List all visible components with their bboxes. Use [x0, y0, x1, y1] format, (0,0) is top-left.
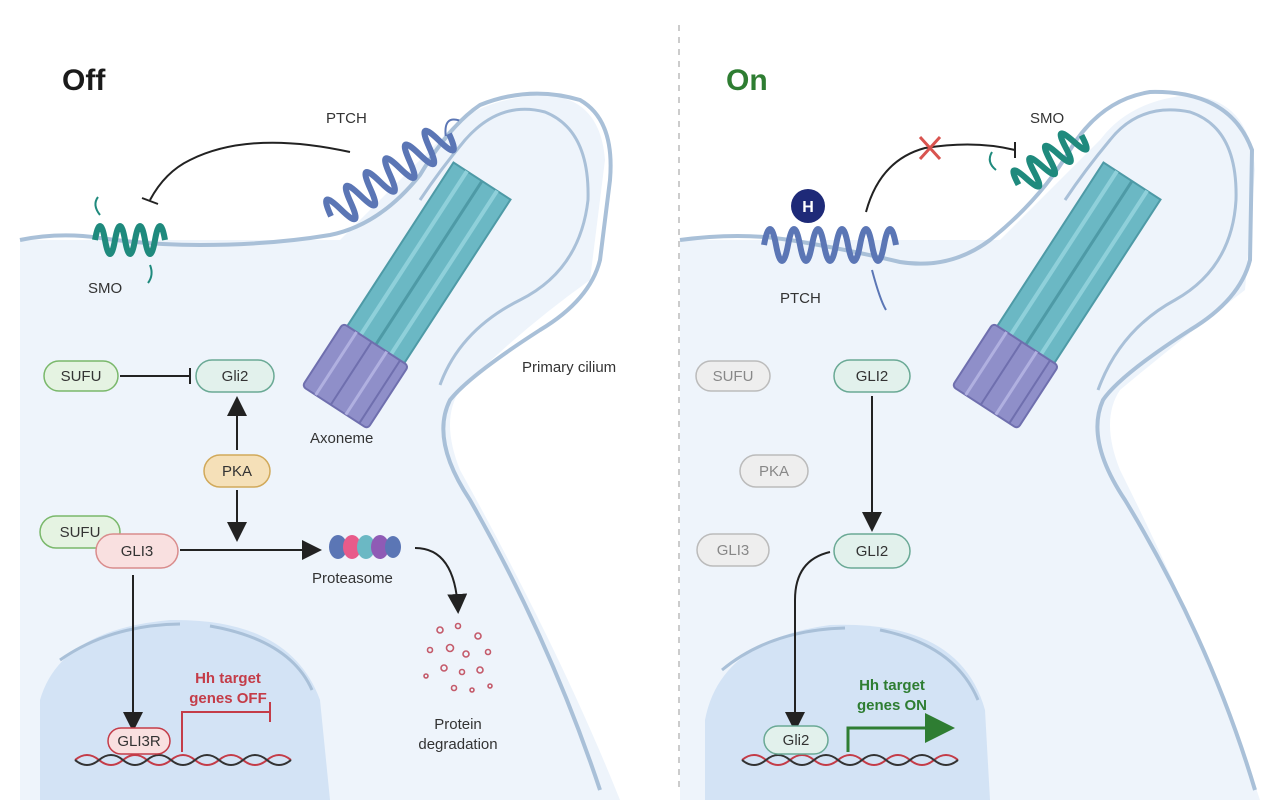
on-target-label-2: genes ON	[857, 697, 927, 714]
on-target-label-1: Hh target	[859, 677, 925, 694]
primary-cilium-label: Primary cilium	[522, 359, 616, 376]
on-gli2-top-label: GLI2	[856, 368, 889, 385]
on-cilium-inner-membrane	[1063, 108, 1238, 391]
off-smo-label: SMO	[88, 280, 122, 297]
off-inhibit-bar-smo	[141, 197, 159, 205]
off-gli2-label: Gli2	[222, 368, 249, 385]
off-title: Off	[62, 64, 106, 97]
on-gli3-label: GLI3	[717, 542, 750, 559]
off-ptch-receptor	[323, 118, 460, 223]
off-pka-label: PKA	[222, 463, 252, 480]
on-sufu-label: SUFU	[713, 368, 754, 385]
on-panel: H On SMO PTCH SUFU GLI2 PKA GLI3 GLI2	[679, 64, 1260, 800]
off-sufu-pill	[43, 360, 119, 392]
on-gli2-mid-pill	[833, 533, 911, 569]
off-gli3r-pill	[107, 727, 171, 755]
off-gli2-pill	[195, 359, 275, 393]
on-gli2-to-nucleus-arrow	[785, 551, 831, 732]
on-dna-strand-1	[741, 754, 959, 766]
off-degradation-label-1: Protein	[434, 716, 482, 733]
off-gli3-label: GLI3	[121, 543, 154, 560]
off-pka-pill	[203, 454, 271, 488]
on-sufu-pill	[695, 360, 771, 392]
on-hh-ligand	[791, 189, 825, 223]
on-hh-ligand-label: H	[802, 199, 814, 216]
off-target-label-2: genes OFF	[189, 690, 267, 707]
off-cell-membrane	[19, 91, 613, 791]
on-smo-receptor	[1010, 130, 1090, 190]
on-title: On	[726, 64, 768, 97]
on-nuclear-envelope-1	[721, 626, 846, 672]
off-sufu2-label: SUFU	[60, 524, 101, 541]
off-sufu-label: SUFU	[61, 368, 102, 385]
off-target-genes-blocked	[181, 711, 270, 752]
off-proteasome-label: Proteasome	[312, 570, 393, 587]
on-pka-pill	[739, 454, 809, 488]
on-gli3-pill	[696, 533, 770, 567]
off-gli3r-label: GLI3R	[117, 733, 161, 750]
off-dna-strand-1	[74, 754, 292, 766]
on-block-cross-icon	[918, 135, 942, 161]
off-degradation-label-2: degradation	[418, 736, 497, 753]
off-cilium-inner-membrane	[418, 107, 590, 386]
off-axoneme	[302, 161, 512, 429]
off-panel: Off PTCH SMO Axoneme Primary cilium SUFU…	[19, 64, 620, 800]
on-gli2-nucleus-label: Gli2	[783, 732, 810, 749]
on-gli2-top-pill	[833, 359, 911, 393]
off-gli3-pill	[95, 533, 179, 569]
on-target-genes-arrow	[846, 713, 955, 752]
off-ptch-label: PTCH	[326, 110, 367, 127]
off-axoneme-label: Axoneme	[310, 430, 373, 447]
on-gli2-mid-label: GLI2	[856, 543, 889, 560]
off-target-label-1: Hh target	[195, 670, 261, 687]
on-ptch-label: PTCH	[780, 290, 821, 307]
on-ptch-receptor	[761, 226, 899, 311]
off-nuclear-envelope-1	[59, 622, 181, 662]
on-gli2-nucleus-pill	[763, 725, 829, 755]
off-smo-receptor	[92, 196, 168, 284]
off-nuclear-envelope-2	[209, 624, 314, 691]
on-nuclear-envelope-2	[879, 628, 980, 701]
on-ptch-blocked-arc	[865, 143, 1016, 213]
off-proteasome-to-degradation-arrow	[414, 547, 468, 614]
on-pka-label: PKA	[759, 463, 789, 480]
off-dna-strand-2	[74, 754, 292, 766]
on-dna-strand-2	[741, 754, 959, 766]
off-proteasome	[329, 535, 401, 559]
off-ptch-inhibits-smo-arc	[149, 141, 351, 201]
on-smo-label: SMO	[1030, 110, 1064, 127]
off-protein-fragments	[423, 622, 493, 693]
on-axoneme	[952, 161, 1162, 429]
